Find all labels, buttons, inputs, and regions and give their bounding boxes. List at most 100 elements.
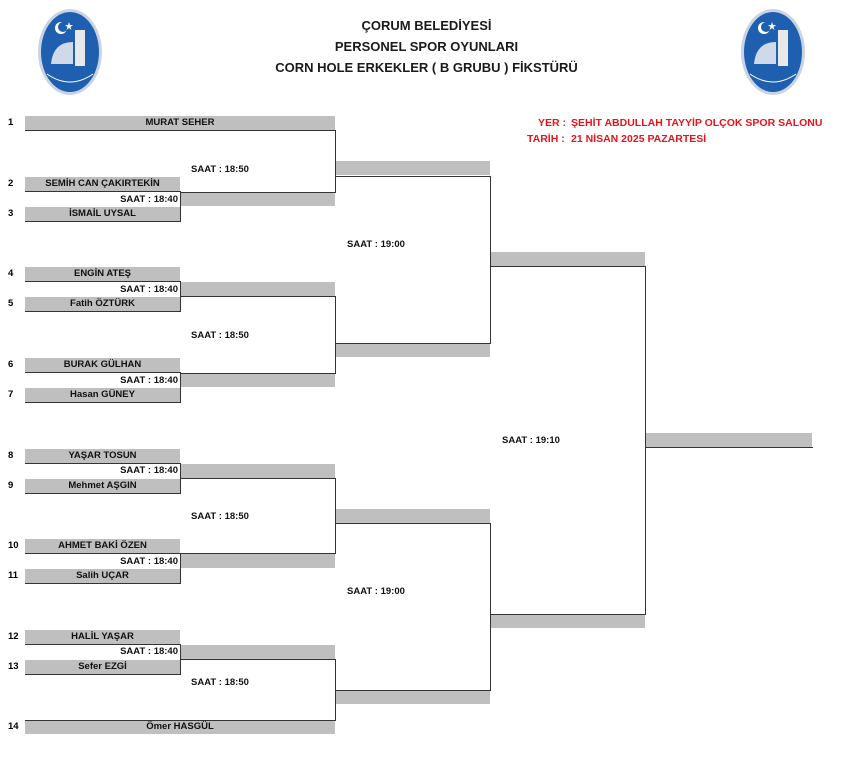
bracket-line <box>180 644 181 675</box>
title-fixture: CORN HOLE ERKEKLER ( B GRUBU ) FİKSTÜRÜ <box>275 60 578 75</box>
bracket-line <box>25 463 181 464</box>
match-time: SAAT : 19:10 <box>502 435 560 446</box>
player-slot: HALİL YAŞAR <box>25 630 180 644</box>
player-slot: ENGİN ATEŞ <box>25 267 180 281</box>
match-time: SAAT : 18:40 <box>120 284 178 295</box>
bracket-line <box>25 372 181 373</box>
bracket-line <box>25 191 181 192</box>
seed-number: 12 <box>8 631 19 642</box>
winner-slot <box>645 433 812 447</box>
player-slot: Sefer EZGİ <box>25 660 180 674</box>
date-label: TARİH : <box>527 133 565 145</box>
bracket-line <box>180 372 181 403</box>
bracket-line <box>490 176 491 344</box>
date-value: 21 NİSAN 2025 PAZARTESİ <box>571 133 707 145</box>
bracket-line <box>645 266 646 615</box>
match-time: SAAT : 18:40 <box>120 375 178 386</box>
player-slot: YAŞAR TOSUN <box>25 449 180 463</box>
player-slot: Salih UÇAR <box>25 569 180 583</box>
winner-slot <box>335 690 490 704</box>
seed-number: 6 <box>8 359 14 370</box>
player-slot: Ömer HASGÜL <box>25 720 335 734</box>
bracket-line <box>25 281 181 282</box>
winner-slot <box>335 509 490 523</box>
bracket-line <box>25 493 181 494</box>
player-slot: SEMİH CAN ÇAKIRTEKİN <box>25 177 180 191</box>
seed-number: 8 <box>8 450 14 461</box>
bracket-line <box>335 130 336 193</box>
municipality-logo-left <box>38 9 102 95</box>
seed-number: 2 <box>8 178 14 189</box>
bracket-line <box>335 296 336 374</box>
bracket-line <box>335 690 491 691</box>
winner-slot <box>180 645 335 659</box>
venue-label: YER : <box>538 117 567 129</box>
seed-number: 10 <box>8 540 19 551</box>
bracket-line <box>180 191 181 222</box>
player-slot: Mehmet AŞGIN <box>25 479 180 493</box>
winner-slot <box>490 614 645 628</box>
winner-slot <box>180 373 335 387</box>
bracket-line <box>25 674 181 675</box>
winner-slot <box>180 282 335 296</box>
bracket-line <box>335 478 336 554</box>
seed-number: 7 <box>8 389 14 400</box>
player-slot: MURAT SEHER <box>25 116 335 130</box>
bracket-line <box>490 266 646 267</box>
player-slot: Hasan GÜNEY <box>25 388 180 402</box>
bracket-line <box>25 311 181 312</box>
bracket-line <box>25 720 336 721</box>
player-slot: İSMAİL UYSAL <box>25 207 180 221</box>
seed-number: 4 <box>8 268 14 279</box>
player-slot: BURAK GÜLHAN <box>25 358 180 372</box>
municipality-logo-right <box>741 9 805 95</box>
winner-slot <box>490 252 645 266</box>
player-slot: AHMET BAKİ ÖZEN <box>25 539 180 553</box>
match-time: SAAT : 18:40 <box>120 556 178 567</box>
bracket-line <box>25 583 181 584</box>
bracket-line <box>490 614 646 615</box>
seed-number: 13 <box>8 661 19 672</box>
bracket-line <box>180 553 336 554</box>
title-municipality: ÇORUM BELEDİYESİ <box>361 18 492 33</box>
match-time: SAAT : 18:40 <box>120 646 178 657</box>
winner-slot <box>180 192 335 206</box>
seed-number: 3 <box>8 208 14 219</box>
bracket-line <box>25 402 181 403</box>
bracket-line <box>180 296 336 297</box>
seed-number: 1 <box>8 117 14 128</box>
bracket-line <box>180 553 181 584</box>
winner-slot <box>335 343 490 357</box>
bracket-line <box>180 281 181 312</box>
seed-number: 11 <box>8 570 19 581</box>
bracket-line <box>645 447 813 448</box>
bracket-line <box>180 659 336 660</box>
match-time: SAAT : 19:00 <box>347 239 405 250</box>
winner-slot <box>335 161 490 175</box>
match-time: SAAT : 18:50 <box>191 330 249 341</box>
match-time: SAAT : 18:50 <box>191 511 249 522</box>
bracket-line <box>25 553 181 554</box>
bracket-line <box>25 644 181 645</box>
bracket-line <box>335 659 336 721</box>
title-event: PERSONEL SPOR OYUNLARI <box>334 39 519 54</box>
winner-slot <box>180 464 335 478</box>
seed-number: 5 <box>8 298 14 309</box>
bracket-line <box>335 176 491 177</box>
bracket-line <box>180 373 336 374</box>
player-slot: Fatih ÖZTÜRK <box>25 297 180 311</box>
winner-slot <box>180 554 335 568</box>
match-time: SAAT : 18:40 <box>120 194 178 205</box>
match-time: SAAT : 18:40 <box>120 465 178 476</box>
match-time: SAAT : 18:50 <box>191 677 249 688</box>
bracket-line <box>25 221 181 222</box>
bracket-line <box>335 523 491 524</box>
bracket-line <box>180 463 181 494</box>
venue-value: ŞEHİT ABDULLAH TAYYİP OLÇOK SPOR SALONU <box>571 117 823 129</box>
seed-number: 9 <box>8 480 14 491</box>
bracket-line <box>490 523 491 691</box>
bracket-line <box>180 478 336 479</box>
bracket-line <box>335 343 491 344</box>
bracket-line <box>180 192 336 193</box>
match-time: SAAT : 19:00 <box>347 586 405 597</box>
